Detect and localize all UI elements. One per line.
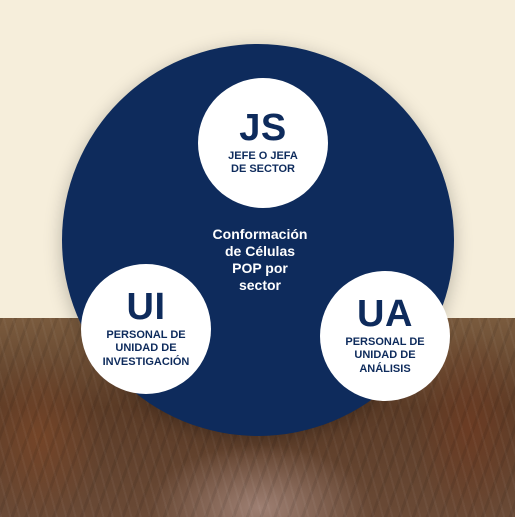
center-label: Conformación de Células POP por sector (212, 226, 308, 293)
node-js-code: JS (239, 106, 287, 149)
node-ua-code: UA (357, 292, 413, 335)
node-ua: UA PERSONAL DE UNIDAD DE ANÁLISIS (320, 271, 450, 401)
node-ua-description: PERSONAL DE UNIDAD DE ANÁLISIS (345, 335, 425, 375)
node-ui: UI PERSONAL DE UNIDAD DE INVESTIGACIÓN (81, 264, 211, 394)
node-ui-code: UI (126, 285, 166, 328)
node-js-description: JEFE O JEFA DE SECTOR (228, 149, 298, 176)
node-ui-description: PERSONAL DE UNIDAD DE INVESTIGACIÓN (102, 328, 190, 368)
node-js: JS JEFE O JEFA DE SECTOR (198, 78, 328, 208)
